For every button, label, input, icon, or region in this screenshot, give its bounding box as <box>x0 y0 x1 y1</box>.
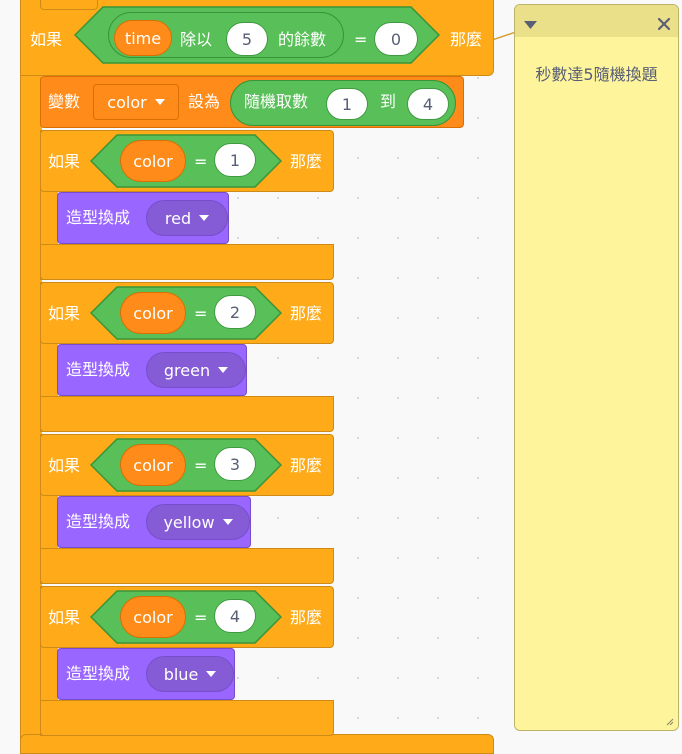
inner-if-footer <box>40 244 334 280</box>
compare-value-input[interactable]: 2 <box>214 295 256 329</box>
remainder-label: 的餘數 <box>278 30 327 49</box>
color-variable[interactable]: color <box>120 596 186 638</box>
variable-keyword: 變數 <box>48 92 81 111</box>
collapse-icon[interactable] <box>524 21 537 29</box>
comment-text[interactable]: 秒數達5隨機換題 <box>535 65 658 84</box>
if-keyword: 如果 <box>48 304 81 323</box>
then-keyword: 那麼 <box>290 608 323 627</box>
color-variable[interactable]: color <box>120 444 186 486</box>
inner-if-block[interactable]: 如果 color = 1 那麼 <box>40 130 334 280</box>
random-label: 隨機取數 <box>244 92 309 111</box>
variable-dropdown[interactable]: color <box>93 84 179 120</box>
chevron-down-icon <box>222 519 233 525</box>
costume-name: yellow <box>163 512 215 532</box>
close-icon[interactable] <box>658 18 670 30</box>
then-keyword: 那麼 <box>290 304 323 323</box>
chevron-down-icon <box>206 671 217 677</box>
costume-dropdown[interactable]: blue <box>146 656 234 692</box>
comment-connector <box>492 31 516 41</box>
costume-name: green <box>163 360 211 380</box>
equals-sign: = <box>194 304 208 323</box>
then-keyword: 那麼 <box>290 152 323 171</box>
inner-if-block[interactable]: 如果 color = 3 那麼 <box>40 434 334 584</box>
if-keyword: 如果 <box>48 608 81 627</box>
switch-costume-label: 造型換成 <box>66 664 131 683</box>
random-to-label: 到 <box>380 92 397 111</box>
time-variable[interactable]: time <box>114 20 172 56</box>
costume-name: blue <box>163 664 199 684</box>
outer-if-footer <box>20 734 494 754</box>
equals-value-input[interactable]: 0 <box>374 22 418 56</box>
color-variable[interactable]: color <box>120 292 186 334</box>
color-variable[interactable]: color <box>120 140 186 182</box>
random-to-input[interactable]: 4 <box>407 88 449 120</box>
inner-if-block[interactable]: 如果 color = 2 那麼 <box>40 282 334 432</box>
outer-if-block[interactable]: 如果 time 除以 5 的餘數 = 0 那麼 <box>20 0 494 754</box>
equals-sign: = <box>354 30 368 49</box>
compare-value-input[interactable]: 1 <box>214 143 256 177</box>
mod-label: 除以 <box>180 30 213 49</box>
comment-note[interactable]: 秒數達5隨機換題 <box>514 4 679 731</box>
then-keyword: 那麼 <box>450 30 483 49</box>
outer-if-arm <box>20 0 42 748</box>
switch-costume-label: 造型換成 <box>66 512 131 531</box>
divisor-input[interactable]: 5 <box>226 22 268 56</box>
if-keyword: 如果 <box>30 30 63 49</box>
costume-dropdown[interactable]: yellow <box>146 504 250 540</box>
variable-name: color <box>107 92 147 112</box>
random-from-input[interactable]: 1 <box>326 88 368 120</box>
compare-value-input[interactable]: 3 <box>214 447 256 481</box>
compare-value-input[interactable]: 4 <box>214 599 256 633</box>
inner-if-footer <box>40 700 334 736</box>
costume-dropdown[interactable]: green <box>146 352 246 388</box>
if-keyword: 如果 <box>48 152 81 171</box>
inner-if-footer <box>40 396 334 432</box>
then-keyword: 那麼 <box>290 456 323 475</box>
equals-sign: = <box>194 152 208 171</box>
inner-if-footer <box>40 548 334 584</box>
if-keyword: 如果 <box>48 456 81 475</box>
chevron-down-icon <box>199 215 210 221</box>
chevron-down-icon <box>154 99 165 105</box>
chevron-down-icon <box>218 367 229 373</box>
switch-costume-label: 造型換成 <box>66 208 131 227</box>
comment-header[interactable] <box>515 5 678 37</box>
equals-sign: = <box>194 608 208 627</box>
resize-handle-icon[interactable] <box>664 716 674 726</box>
switch-costume-label: 造型換成 <box>66 360 131 379</box>
set-to-label: 設為 <box>188 92 221 111</box>
costume-name: red <box>164 208 192 228</box>
inner-if-block[interactable]: 如果 color = 4 那麼 <box>40 586 334 736</box>
equals-sign: = <box>194 456 208 475</box>
costume-dropdown[interactable]: red <box>146 200 228 236</box>
